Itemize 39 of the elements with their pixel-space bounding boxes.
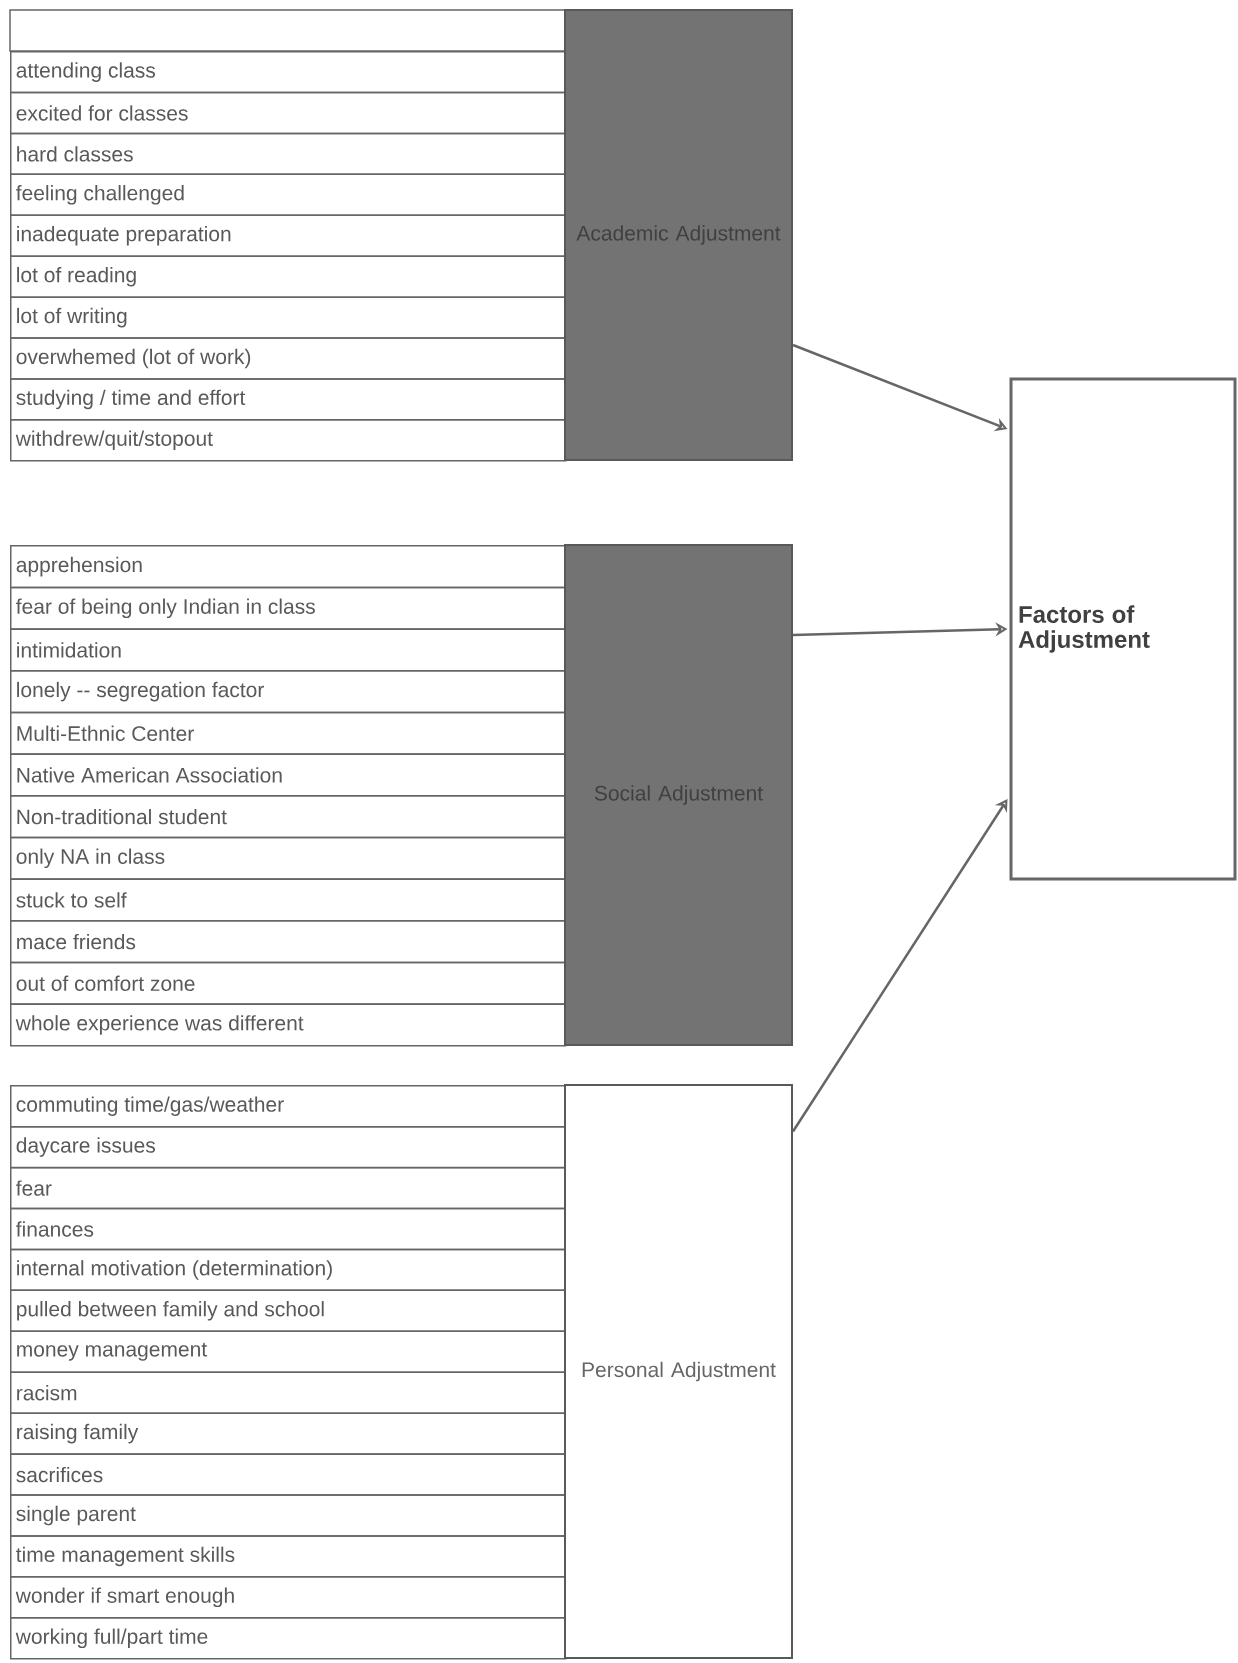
- table-cell: pulled between family and school: [10, 1289, 567, 1332]
- table-cell: apprehension: [10, 545, 567, 589]
- table-cell: single parent: [10, 1494, 567, 1537]
- table-cell: lonely -- segregation factor: [10, 670, 567, 714]
- table-cell: internal motivation (determination): [10, 1248, 567, 1292]
- table-cell: out of comfort zone: [10, 961, 567, 1005]
- table-cell: mace friends: [10, 920, 567, 964]
- table-cell: raising family: [10, 1412, 567, 1455]
- table-cell: only NA in class: [10, 836, 567, 880]
- table-cell: overwhemed (lot of work): [10, 337, 567, 380]
- table-cell: studying / time and effort: [10, 378, 567, 421]
- arrow: [791, 799, 1008, 1133]
- table-cell: Native American Association: [10, 753, 567, 797]
- table-cell: money management: [10, 1330, 567, 1373]
- table-cell: whole experience was different: [10, 1003, 567, 1047]
- table-cell: time management skills: [10, 1535, 567, 1578]
- table-cell: commuting time/gas/weather: [10, 1085, 567, 1128]
- table-cell: wonder if smart enough: [10, 1576, 567, 1619]
- table-cell: stuck to self: [10, 878, 567, 922]
- table-cell: inadequate preparation: [10, 214, 567, 257]
- table-cell: racism: [10, 1371, 567, 1414]
- table-cell: excited for classes: [10, 91, 567, 135]
- table-cell: feeling challenged: [10, 173, 567, 216]
- table-cell: lot of reading: [10, 255, 567, 298]
- category-box: Personal Adjustment: [564, 1084, 793, 1659]
- table-cell: attending class: [10, 50, 567, 94]
- table-cell: intimidation: [10, 628, 567, 672]
- table-cell: daycare issues: [10, 1125, 567, 1169]
- table-cell: working full/part time: [10, 1617, 567, 1660]
- table-cell: Multi-Ethnic Center: [10, 711, 567, 755]
- table-cell: finances: [10, 1207, 567, 1251]
- table-cell: fear of being only Indian in class: [10, 586, 567, 630]
- table-cell: withdrew/quit/stopout: [10, 419, 567, 462]
- table-cell: Non-traditional student: [10, 795, 567, 839]
- target-box: Factors of Adjustment: [1009, 377, 1237, 881]
- table-cell: hard classes: [10, 132, 567, 176]
- table-cell: lot of writing: [10, 296, 567, 339]
- table-cell: fear: [10, 1166, 567, 1210]
- table-cell: sacrifices: [10, 1453, 567, 1496]
